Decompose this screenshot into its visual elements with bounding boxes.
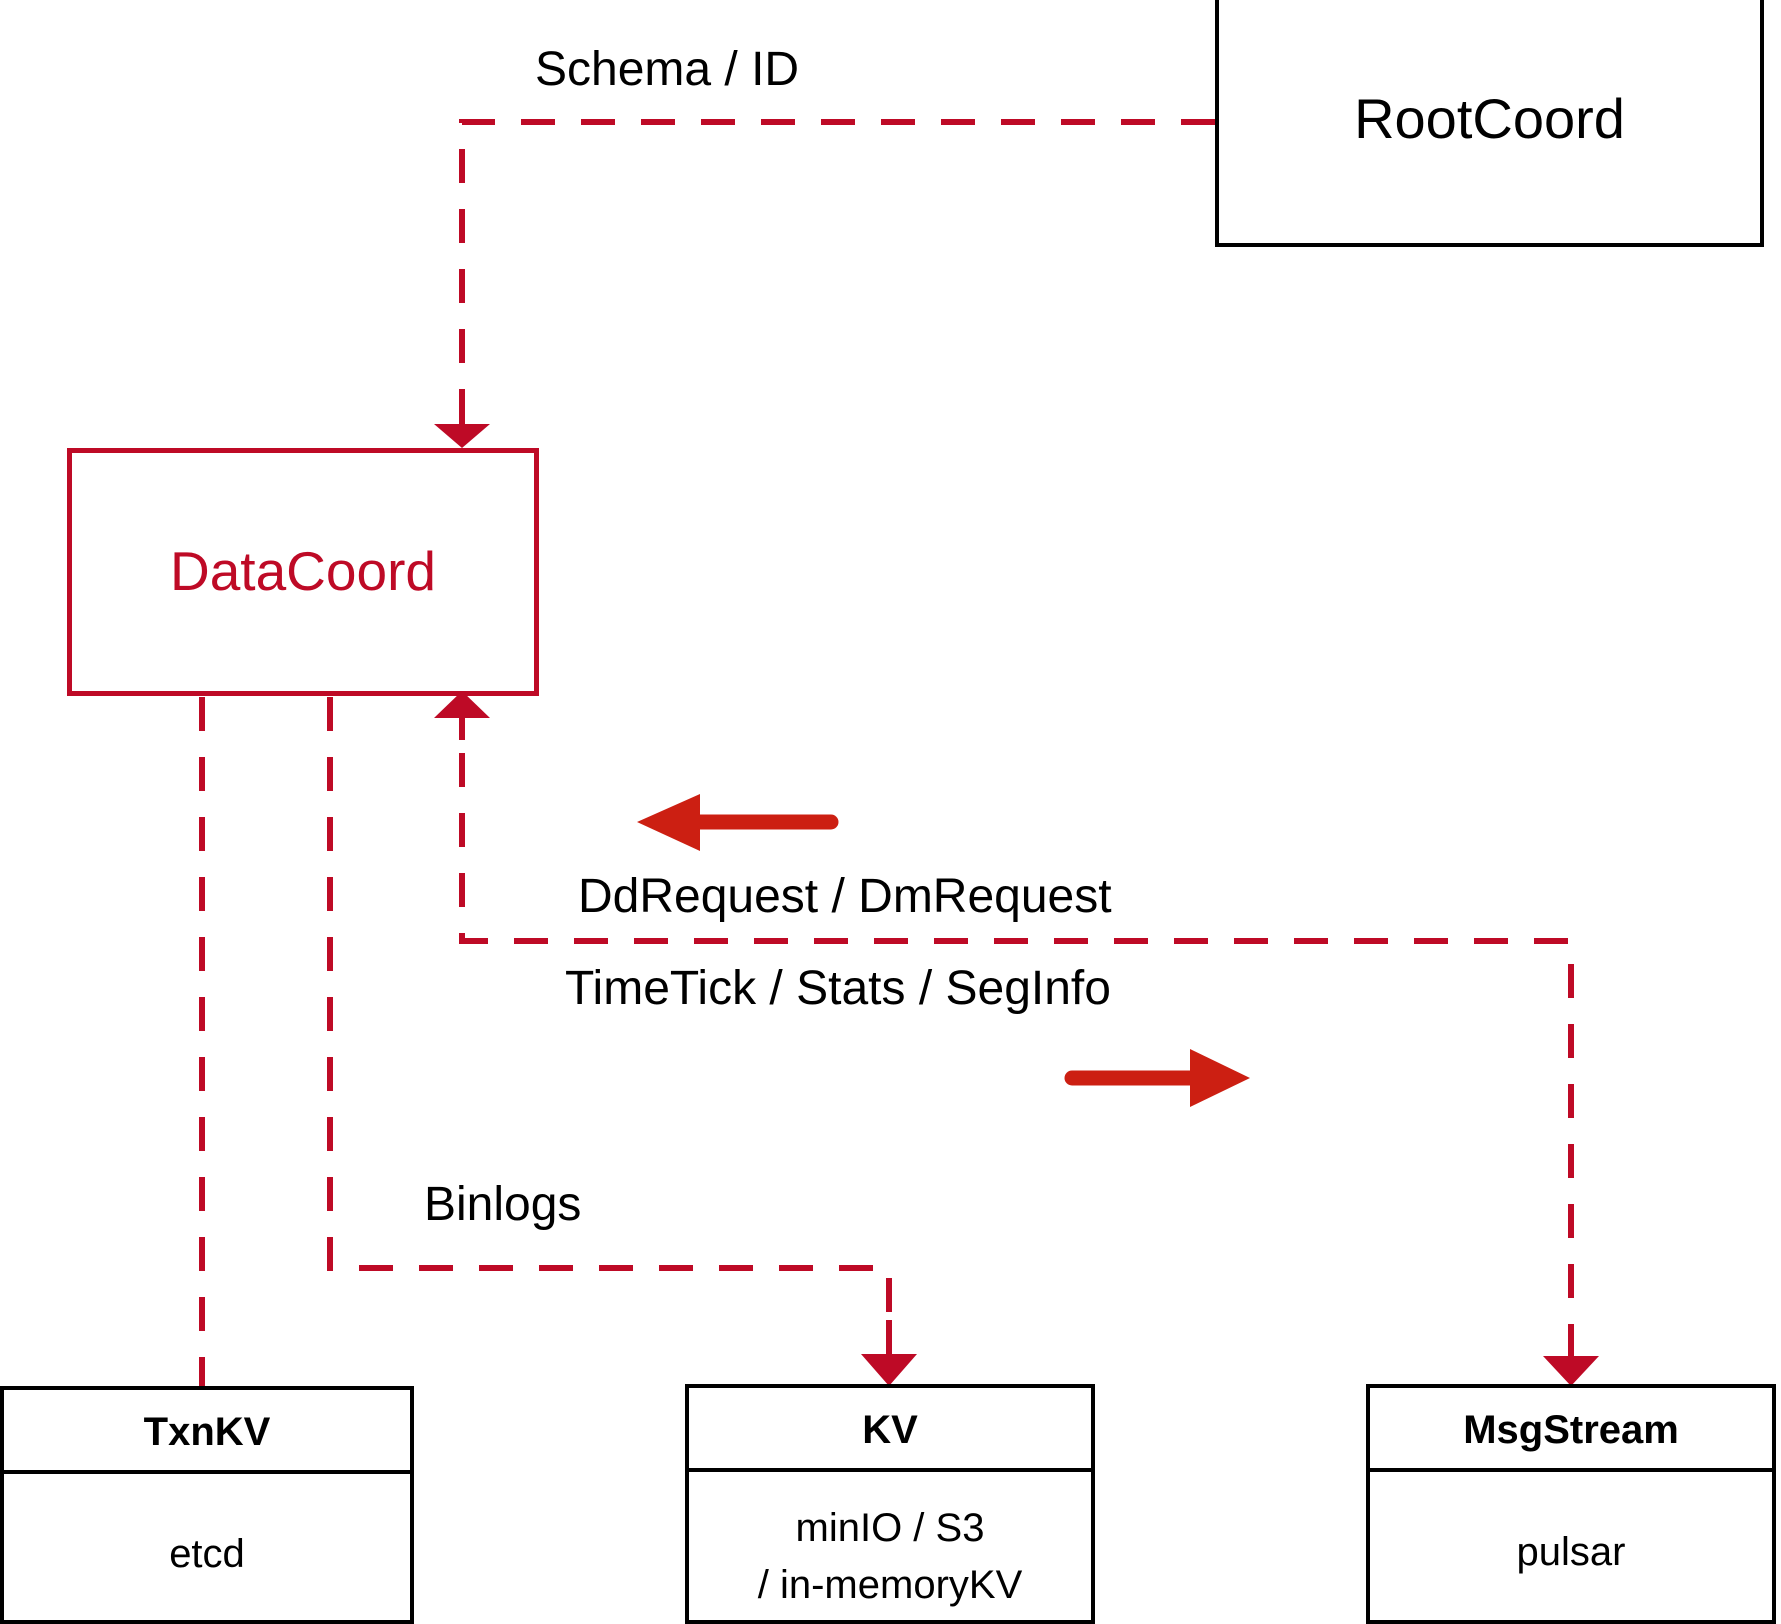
node-rootcoord[interactable]: RootCoord <box>1215 0 1764 247</box>
kv-body: minIO / S3 / in-memoryKV <box>689 1500 1091 1614</box>
msgstream-header: MsgStream <box>1370 1388 1772 1472</box>
direction-arrow-right <box>1064 1049 1250 1107</box>
datacoord-label: DataCoord <box>170 540 436 602</box>
edge-label-dd-dm-request: DdRequest / DmRequest <box>578 870 1112 923</box>
node-kv[interactable]: KV minIO / S3 / in-memoryKV <box>685 1384 1095 1624</box>
kv-body-line1: minIO / S3 <box>795 1506 985 1550</box>
direction-arrow-left <box>637 794 839 851</box>
kv-header: KV <box>689 1388 1091 1472</box>
edge-label-timetick-stats-seginfo: TimeTick / Stats / SegInfo <box>565 962 1111 1015</box>
edge-label-schema-id: Schema / ID <box>535 43 800 96</box>
kv-body-line2: / in-memoryKV <box>757 1562 1023 1607</box>
edge-binlogs <box>327 697 917 1386</box>
node-txnkv[interactable]: TxnKV etcd <box>0 1386 414 1624</box>
edge-label-binlogs: Binlogs <box>424 1178 582 1231</box>
txnkv-body: etcd <box>169 1532 245 1576</box>
edge-msgstream-bus <box>434 691 1599 1386</box>
node-msgstream[interactable]: MsgStream pulsar <box>1366 1384 1776 1624</box>
rootcoord-label: RootCoord <box>1354 87 1625 150</box>
node-datacoord[interactable]: DataCoord <box>67 448 539 696</box>
msgstream-body: pulsar <box>1516 1530 1626 1574</box>
txnkv-header: TxnKV <box>4 1390 410 1474</box>
edge-schema-id <box>434 119 1215 448</box>
